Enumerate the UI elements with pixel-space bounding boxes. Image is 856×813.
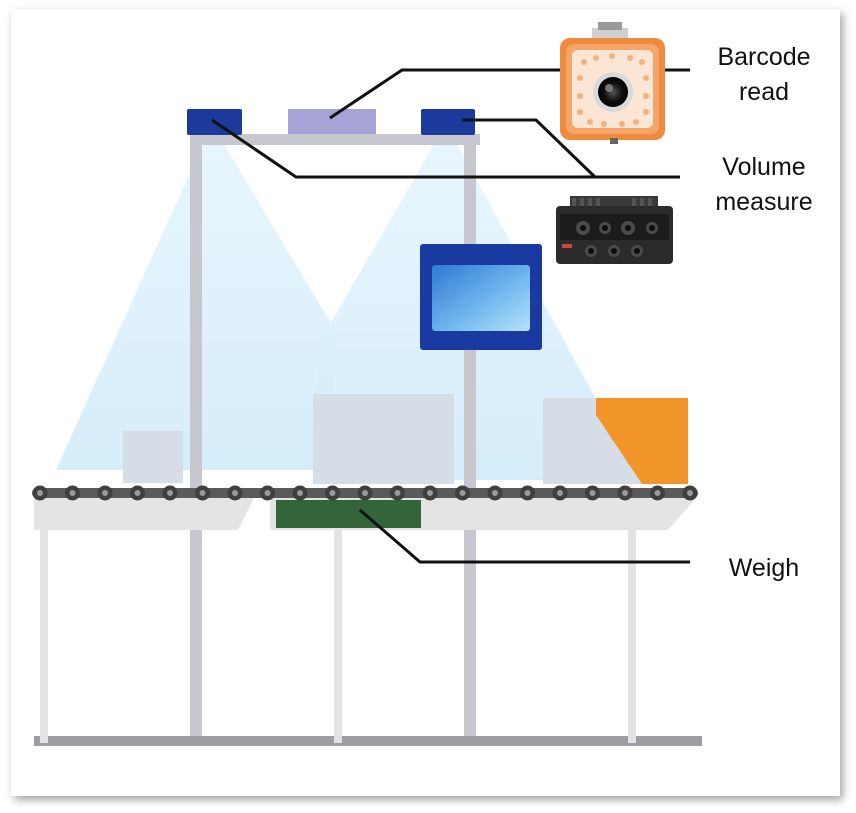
weigh-label-text: Weigh xyxy=(728,554,800,582)
volume-label-line1: Volume xyxy=(722,153,806,181)
frame-floor-bar xyxy=(34,736,702,746)
conveyor-roller-hub xyxy=(524,490,531,496)
large-parcel xyxy=(313,394,454,484)
barcode-reader-icon xyxy=(560,22,665,144)
conveyor-roller-hub xyxy=(102,490,108,496)
barcode-read-label: Barcode read xyxy=(700,40,828,110)
barcode-scanner xyxy=(288,109,376,134)
barcode-label-line1: Barcode xyxy=(717,43,811,71)
leg-3 xyxy=(628,525,636,743)
conveyor-roller-hub xyxy=(37,490,43,496)
small-parcel xyxy=(123,431,183,483)
conveyor-tray-left xyxy=(34,496,255,530)
conveyor-roller-hub xyxy=(199,490,206,496)
conveyor-roller-hub xyxy=(492,490,498,496)
conveyor-roller-hub xyxy=(134,490,141,496)
conveyor-roller-hub xyxy=(264,490,271,496)
orange-parcel-part xyxy=(596,398,688,484)
conveyor-roller-hub xyxy=(167,490,173,496)
conveyor-roller-hub xyxy=(459,490,466,496)
barcode-label-line2: read xyxy=(738,78,790,106)
frame-right-post xyxy=(464,134,476,744)
conveyor-roller-hub xyxy=(329,490,336,496)
frame-top-beam xyxy=(190,134,480,145)
conveyor-roller-hub xyxy=(557,490,563,496)
leg-1 xyxy=(40,525,48,743)
volume-label-line2: measure xyxy=(715,188,813,216)
conveyor-rollers xyxy=(32,485,698,501)
volume-leader-line-left xyxy=(211,118,680,179)
weigh-label: Weigh xyxy=(714,551,814,586)
volume-leader-line-right xyxy=(462,118,597,179)
conveyor-roller-hub xyxy=(687,490,693,496)
weigh-plate xyxy=(276,500,421,528)
conveyor-roller-hub xyxy=(69,490,76,496)
conveyor-roller-hub xyxy=(622,490,628,496)
monitor-screen xyxy=(432,265,530,331)
conveyor-roller-hub xyxy=(589,490,596,496)
conveyor-roller-hub xyxy=(232,490,238,496)
conveyor-roller-hub xyxy=(394,490,401,496)
conveyor-roller-hub xyxy=(654,490,661,496)
right-volume-sensor xyxy=(421,109,475,135)
leg-2 xyxy=(334,525,342,743)
volume-measure-label: Volume measure xyxy=(694,150,834,220)
frame-left-post xyxy=(190,134,202,744)
volume-sensor-icon xyxy=(556,196,673,264)
weigh-leader-line xyxy=(359,508,690,564)
conveyor-roller-hub xyxy=(297,490,303,496)
conveyor-roller-hub xyxy=(427,490,433,496)
conveyor-roller-hub xyxy=(362,490,368,496)
